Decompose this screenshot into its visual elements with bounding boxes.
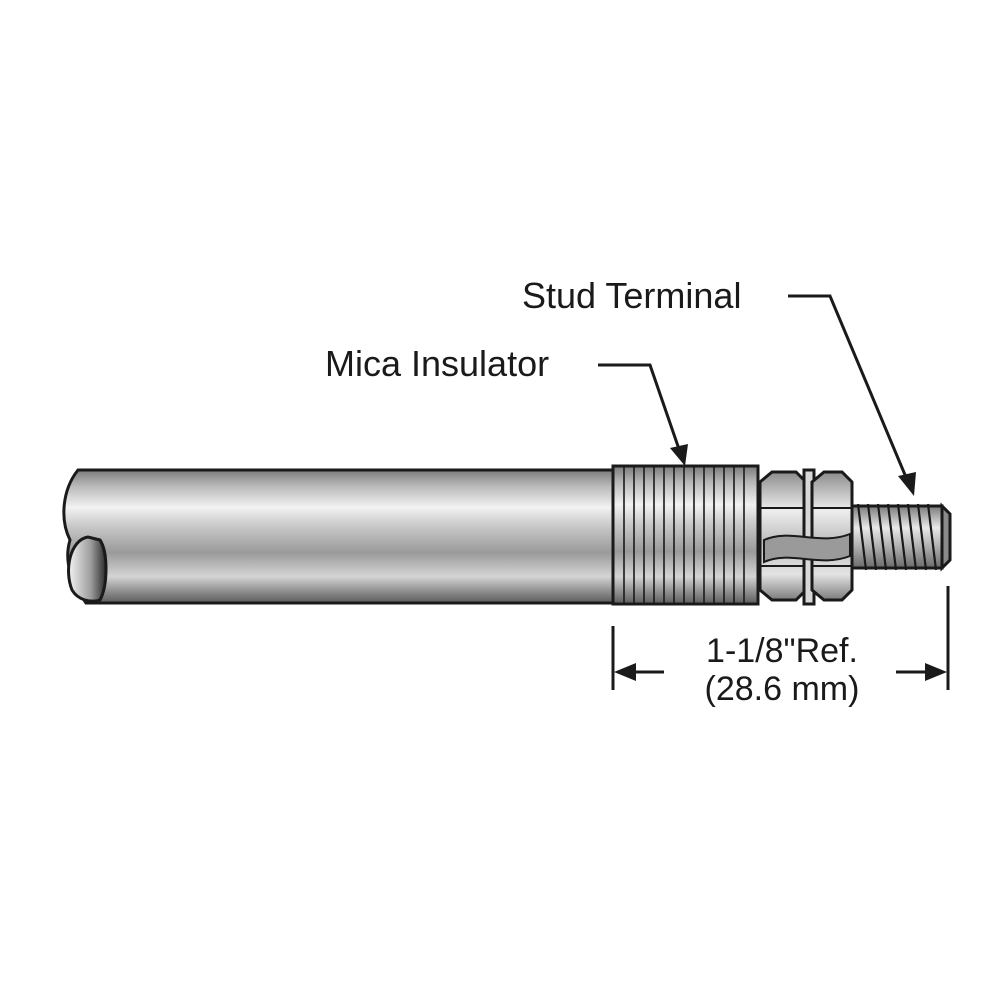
arrowhead-mica-insulator (670, 444, 688, 466)
arrowhead-stud-terminal (898, 472, 916, 496)
label-mica-insulator: Mica Insulator (325, 343, 550, 384)
dimension-arrow-right (925, 663, 947, 681)
dimension-metric: (28.6 mm) (704, 670, 860, 708)
leader-stud-terminal (788, 294, 910, 483)
stud-terminal (850, 502, 952, 572)
dimension-arrow-left (614, 663, 636, 681)
sheath-tube (62, 468, 620, 605)
hex-nut-outer (810, 470, 854, 602)
label-stud-terminal: Stud Terminal (522, 275, 742, 316)
leader-mica-insulator (598, 363, 682, 453)
mica-insulator (611, 464, 760, 606)
hex-nut-assembly (758, 468, 854, 606)
dimension-imperial: 1-1/8"Ref. (706, 632, 858, 670)
tube-end-cap (67, 535, 108, 603)
